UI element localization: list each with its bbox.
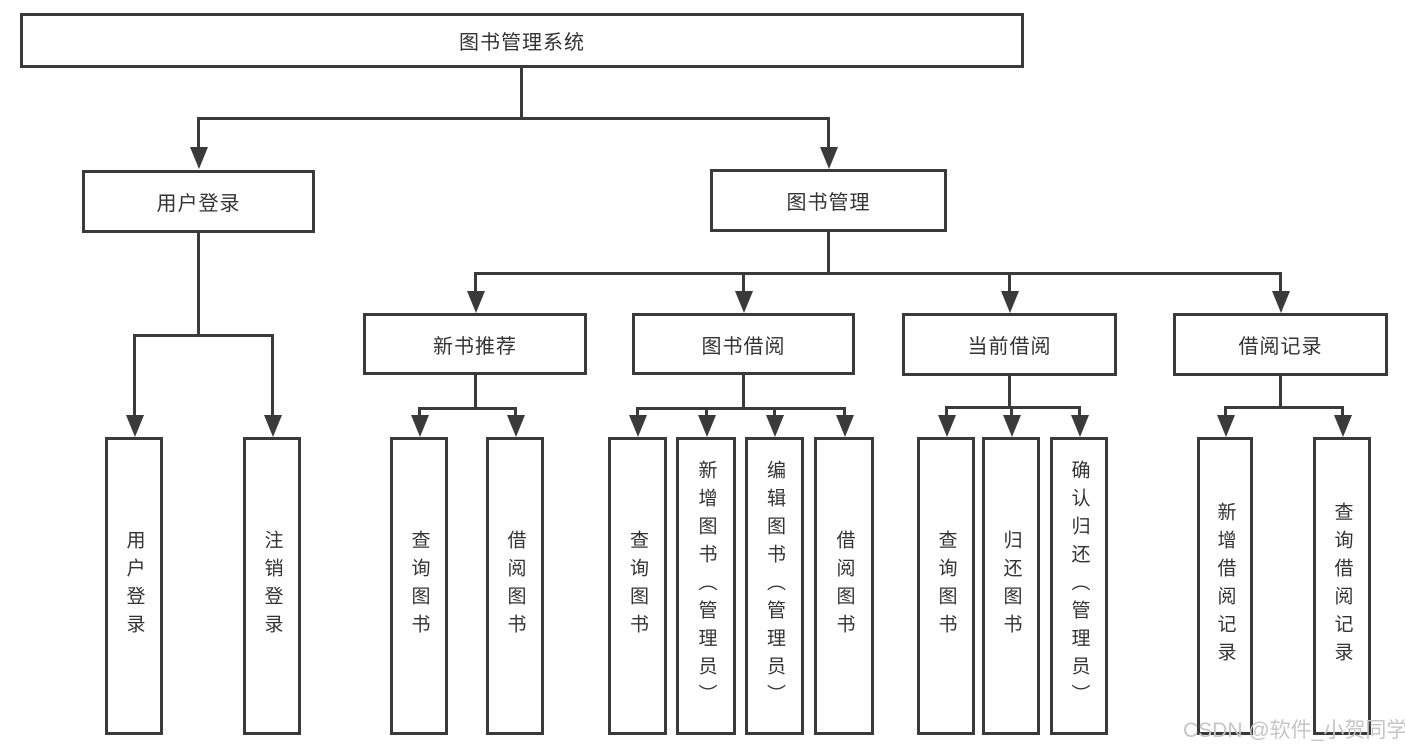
connector-stub [133, 334, 136, 416]
arrow-down-icon [1217, 415, 1235, 437]
node-borrowing-records: 借阅记录 [1173, 313, 1388, 376]
connector-root-crossbar [197, 117, 830, 120]
connector-stub [773, 407, 776, 417]
node-current-borrowing: 当前借阅 [902, 313, 1117, 376]
node-label: 注销登录 [261, 530, 283, 642]
connector-stub [1010, 406, 1013, 417]
connector-recommend-crossbar [418, 407, 517, 410]
arrow-down-icon [467, 291, 485, 313]
arrow-down-icon [629, 415, 647, 437]
leaf-add-books-admin: 新增图书（管理员） [676, 437, 736, 735]
node-label: 新增图书（管理员） [695, 460, 717, 712]
connector-stub [827, 117, 830, 148]
node-label: 新增借阅记录 [1214, 502, 1236, 670]
node-label: 编辑图书（管理员） [764, 460, 785, 712]
connector-borrowing-crossbar [636, 407, 846, 410]
arrow-down-icon [411, 415, 429, 437]
connector-stub [742, 272, 745, 293]
connector-stub [1224, 406, 1227, 417]
arrow-down-icon [507, 415, 525, 437]
connector-root-stem [520, 68, 523, 118]
leaf-query-books-recommend: 查询图书 [390, 437, 448, 735]
connector-current-stem [1008, 376, 1011, 409]
connector-current-crossbar [945, 406, 1081, 409]
connector-bookmgmt-stem [827, 232, 830, 275]
node-label: 查询图书 [627, 530, 648, 642]
node-label: 借阅图书 [833, 530, 855, 642]
node-label: 当前借阅 [967, 336, 1052, 358]
connector-records-stem [1279, 376, 1282, 409]
connector-stub [1078, 406, 1081, 417]
leaf-add-borrow-record: 新增借阅记录 [1197, 437, 1253, 735]
arrow-down-icon [820, 147, 838, 169]
connector-userlogin-crossbar [133, 334, 274, 337]
connector-recommend-stem [474, 375, 477, 410]
connector-stub [843, 407, 846, 417]
connector-stub [705, 407, 708, 417]
connector-stub [197, 117, 200, 148]
node-label: 归还图书 [1000, 530, 1022, 642]
connector-stub [1279, 272, 1282, 293]
arrow-down-icon [1071, 415, 1089, 437]
connector-borrowing-stem [742, 375, 745, 410]
node-book-management: 图书管理 [710, 169, 947, 232]
connector-stub [945, 406, 948, 417]
node-label: 查询图书 [408, 530, 430, 642]
connector-stub [1341, 406, 1344, 417]
arrow-down-icon [1003, 415, 1021, 437]
connector-stub [474, 272, 477, 293]
node-label: 新书推荐 [433, 335, 517, 358]
node-label: 确认归还（管理员） [1068, 460, 1090, 712]
arrow-down-icon [1272, 291, 1290, 313]
node-label: 借阅记录 [1238, 336, 1323, 358]
connector-stub [514, 407, 517, 417]
leaf-edit-books-admin: 编辑图书（管理员） [745, 437, 804, 735]
leaf-borrow-books-recommend: 借阅图书 [486, 437, 544, 735]
arrow-down-icon [938, 415, 956, 437]
connector-stub [636, 407, 639, 417]
arrow-down-icon [190, 147, 208, 169]
arrow-down-icon [836, 415, 854, 437]
arrow-down-icon [264, 415, 282, 437]
leaf-query-books-current: 查询图书 [917, 437, 975, 735]
node-label: 查询图书 [935, 530, 957, 642]
node-label: 用户登录 [123, 530, 145, 642]
connector-stub [1008, 272, 1011, 293]
leaf-query-borrow-record: 查询借阅记录 [1313, 437, 1371, 735]
leaf-confirm-return-admin: 确认归还（管理员） [1050, 437, 1108, 735]
node-book-borrowing: 图书借阅 [632, 313, 855, 375]
arrow-down-icon [766, 415, 784, 437]
node-label: 借阅图书 [504, 530, 526, 642]
arrow-down-icon [735, 291, 753, 313]
arrow-down-icon [126, 415, 144, 437]
connector-records-crossbar [1224, 406, 1344, 409]
csdn-watermark: CSDN @软件_小贺同学 [1183, 719, 1405, 742]
node-label: 图书借阅 [701, 335, 786, 358]
node-label: 查询借阅记录 [1331, 502, 1353, 670]
node-library-management-system: 图书管理系统 [20, 13, 1024, 68]
arrow-down-icon [1334, 415, 1352, 437]
connector-stub [271, 334, 274, 416]
connector-bookmgmt-crossbar [474, 272, 1282, 275]
leaf-borrow-books-borrowing: 借阅图书 [814, 437, 874, 735]
node-label: 图书管理系统 [459, 32, 585, 54]
leaf-user-login: 用户登录 [105, 437, 163, 735]
node-new-book-recommendation: 新书推荐 [363, 313, 587, 375]
leaf-logout: 注销登录 [243, 437, 301, 735]
leaf-return-books: 归还图书 [982, 437, 1040, 735]
arrow-down-icon [698, 415, 716, 437]
node-label: 用户登录 [156, 193, 241, 215]
arrow-down-icon [1001, 291, 1019, 313]
node-user-login: 用户登录 [82, 170, 315, 233]
node-label: 图书管理 [786, 192, 871, 214]
connector-userlogin-stem [197, 233, 200, 337]
connector-stub [418, 407, 421, 417]
leaf-query-books-borrowing: 查询图书 [608, 437, 667, 735]
